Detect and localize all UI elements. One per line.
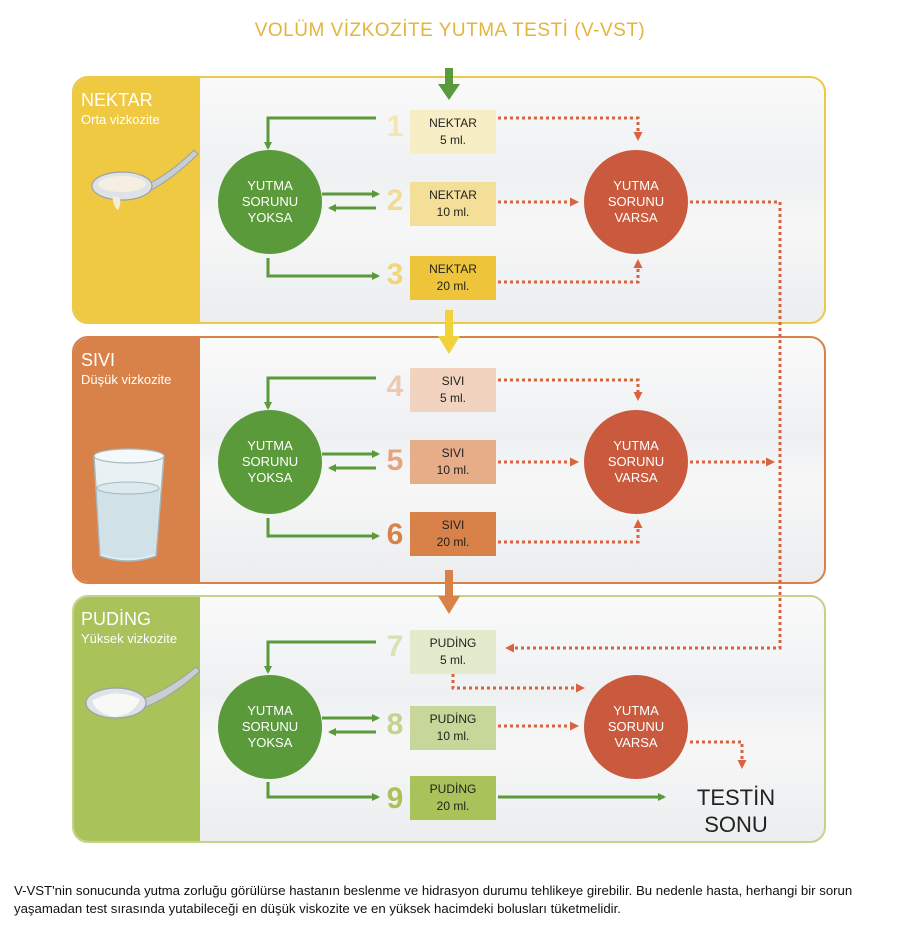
test-end-line: SONU [704, 812, 768, 837]
sivi-viscosity: Düşük vizkozite [81, 372, 172, 387]
to-puding-arrow [438, 570, 460, 614]
step-box-6: SIVI 20 ml. [410, 512, 496, 556]
spoon-nektar-icon [91, 148, 200, 210]
step-number: 8 [386, 708, 404, 741]
step-label: SIVI [441, 518, 465, 532]
nektar-title: NEKTAR [81, 90, 153, 110]
footer-note: V-VST'nin sonucunda yutma zorluğu görülü… [14, 883, 853, 916]
to-sivi-arrow [438, 310, 460, 354]
puding-band: PUDİNG Yüksek vizkozite [74, 597, 200, 841]
step-label: NEKTAR [429, 116, 477, 130]
step-volume: 5 ml. [439, 391, 466, 405]
puding-title: PUDİNG [81, 609, 152, 629]
step-box-1: NEKTAR 5 ml. [410, 110, 496, 154]
sivi-title: SIVI [81, 350, 116, 370]
step-label: PUDİNG [429, 782, 477, 796]
spoon-puding-icon [85, 666, 200, 719]
nektar-viscosity: Orta vizkozite [81, 112, 160, 127]
step-volume: 10 ml. [436, 729, 470, 743]
step-number: 9 [386, 782, 404, 815]
step-number: 5 [386, 444, 404, 477]
step-label: PUDİNG [429, 712, 477, 726]
step-volume: 10 ml. [436, 463, 470, 477]
step-volume: 10 ml. [436, 205, 470, 219]
step-label: SIVI [441, 374, 465, 388]
step-label: PUDİNG [429, 636, 477, 650]
step-volume: 5 ml. [439, 653, 466, 667]
step-box-3: NEKTAR 20 ml. [410, 256, 496, 300]
step-label: SIVI [441, 446, 465, 460]
step-label: NEKTAR [429, 188, 477, 202]
step-box-7: PUDİNG 5 ml. [410, 630, 496, 674]
nektar-band: NEKTAR Orta vizkozite [74, 78, 200, 322]
step-box-5: SIVI 10 ml. [410, 440, 496, 484]
glass-icon [93, 448, 165, 562]
step-volume: 20 ml. [436, 535, 470, 549]
step-number: 1 [386, 110, 404, 143]
step-volume: 20 ml. [436, 279, 470, 293]
step-number: 3 [386, 258, 404, 291]
test-end-line: TESTİN [696, 785, 776, 810]
entry-arrow [438, 68, 460, 100]
step-label: NEKTAR [429, 262, 477, 276]
page-title: VOLÜM VİZKOZİTE YUTMA TESTİ (V-VST) [254, 20, 646, 41]
step-number: 2 [386, 184, 404, 217]
step-box-9: PUDİNG 20 ml. [410, 776, 496, 820]
step-volume: 20 ml. [436, 799, 470, 813]
test-end-label: TESTİN SONU [686, 784, 786, 838]
step-box-4: SIVI 5 ml. [410, 368, 496, 412]
step-box-8: PUDİNG 10 ml. [410, 706, 496, 750]
step-number: 6 [386, 518, 404, 551]
step-box-2: NEKTAR 10 ml. [410, 182, 496, 226]
sivi-band: SIVI Düşük vizkozite [74, 338, 200, 582]
step-number: 4 [386, 370, 404, 403]
step-number: 7 [386, 630, 404, 663]
step-volume: 5 ml. [439, 133, 466, 147]
puding-viscosity: Yüksek vizkozite [81, 631, 178, 646]
